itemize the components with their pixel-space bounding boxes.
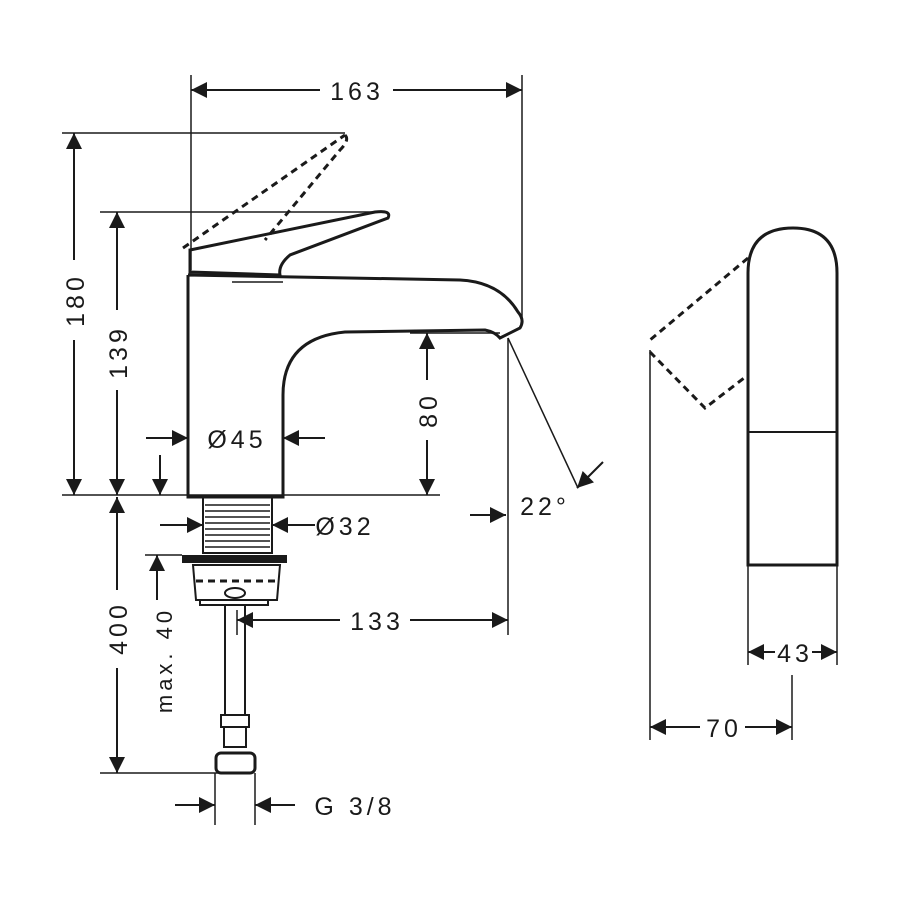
dim-body-depth: 43 [777,640,813,668]
dim-below-deck-length: 400 [105,601,133,655]
dim-outlet-angle: 22° [520,493,570,521]
dim-lever-depth: 70 [706,715,742,743]
lever-open-outline [182,133,349,250]
hose-connector [214,751,257,775]
dim-overall-width: 163 [330,78,384,106]
faucet-front-view [182,133,524,775]
fixing-flange [182,555,287,563]
dim-spout-reach: 133 [350,608,404,636]
dim-thread-diameter: Ø32 [315,513,374,541]
dim-total-height: 180 [62,273,90,327]
fixing-nut [191,564,282,601]
dim-outlet-height: 80 [415,392,443,428]
side-body [746,226,839,567]
dim-spout-height: 139 [105,325,133,379]
spout-body [186,273,524,499]
dim-body-diameter: Ø45 [207,426,266,454]
dim-max-deck-thickness: max. 40 [152,607,177,713]
side-lever-open-outline [648,256,749,410]
lever [188,210,391,277]
supply-hose [224,605,246,715]
faucet-side-view: 43 70 [648,226,839,743]
dim-connection-thread: G 3/8 [314,793,395,821]
front-dimensions: 163 180 139 80 Ø45 Ø32 400 max. 40 133 [62,75,604,825]
